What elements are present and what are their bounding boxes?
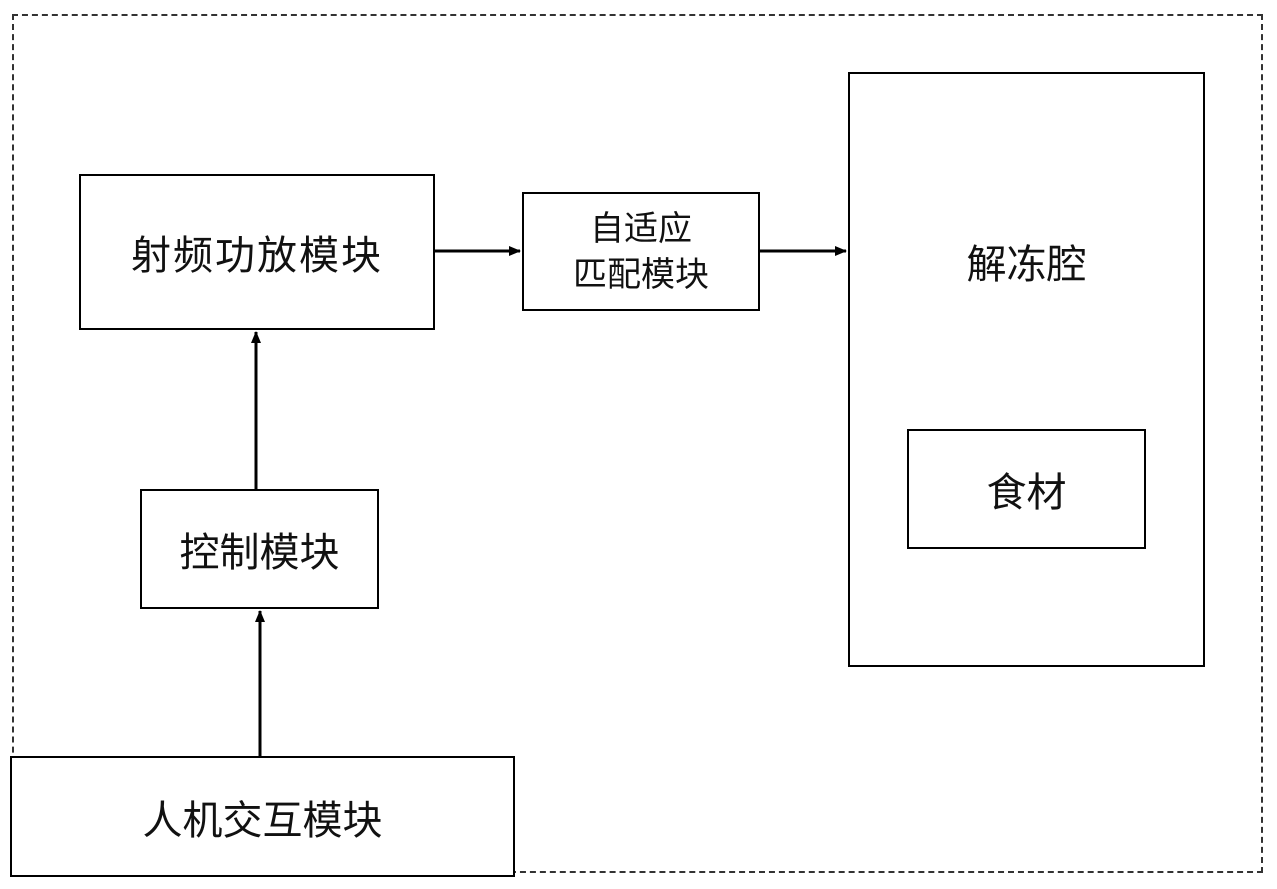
control-module: 控制模块 bbox=[140, 489, 379, 609]
rf-amplifier-label: 射频功放模块 bbox=[131, 223, 383, 281]
control-label: 控制模块 bbox=[180, 520, 340, 578]
adaptive-matching-label-line2: 匹配模块 bbox=[573, 252, 709, 298]
food-label: 食材 bbox=[987, 460, 1067, 518]
hmi-module: 人机交互模块 bbox=[10, 756, 515, 877]
rf-amplifier-module: 射频功放模块 bbox=[79, 174, 435, 330]
adaptive-matching-module: 自适应 匹配模块 bbox=[522, 192, 760, 311]
hmi-label: 人机交互模块 bbox=[143, 788, 383, 846]
thawing-cavity: 解冻腔 bbox=[848, 72, 1205, 667]
adaptive-matching-label-line1: 自适应 bbox=[590, 206, 692, 252]
food-item: 食材 bbox=[907, 429, 1146, 549]
thawing-cavity-label: 解冻腔 bbox=[967, 232, 1087, 290]
